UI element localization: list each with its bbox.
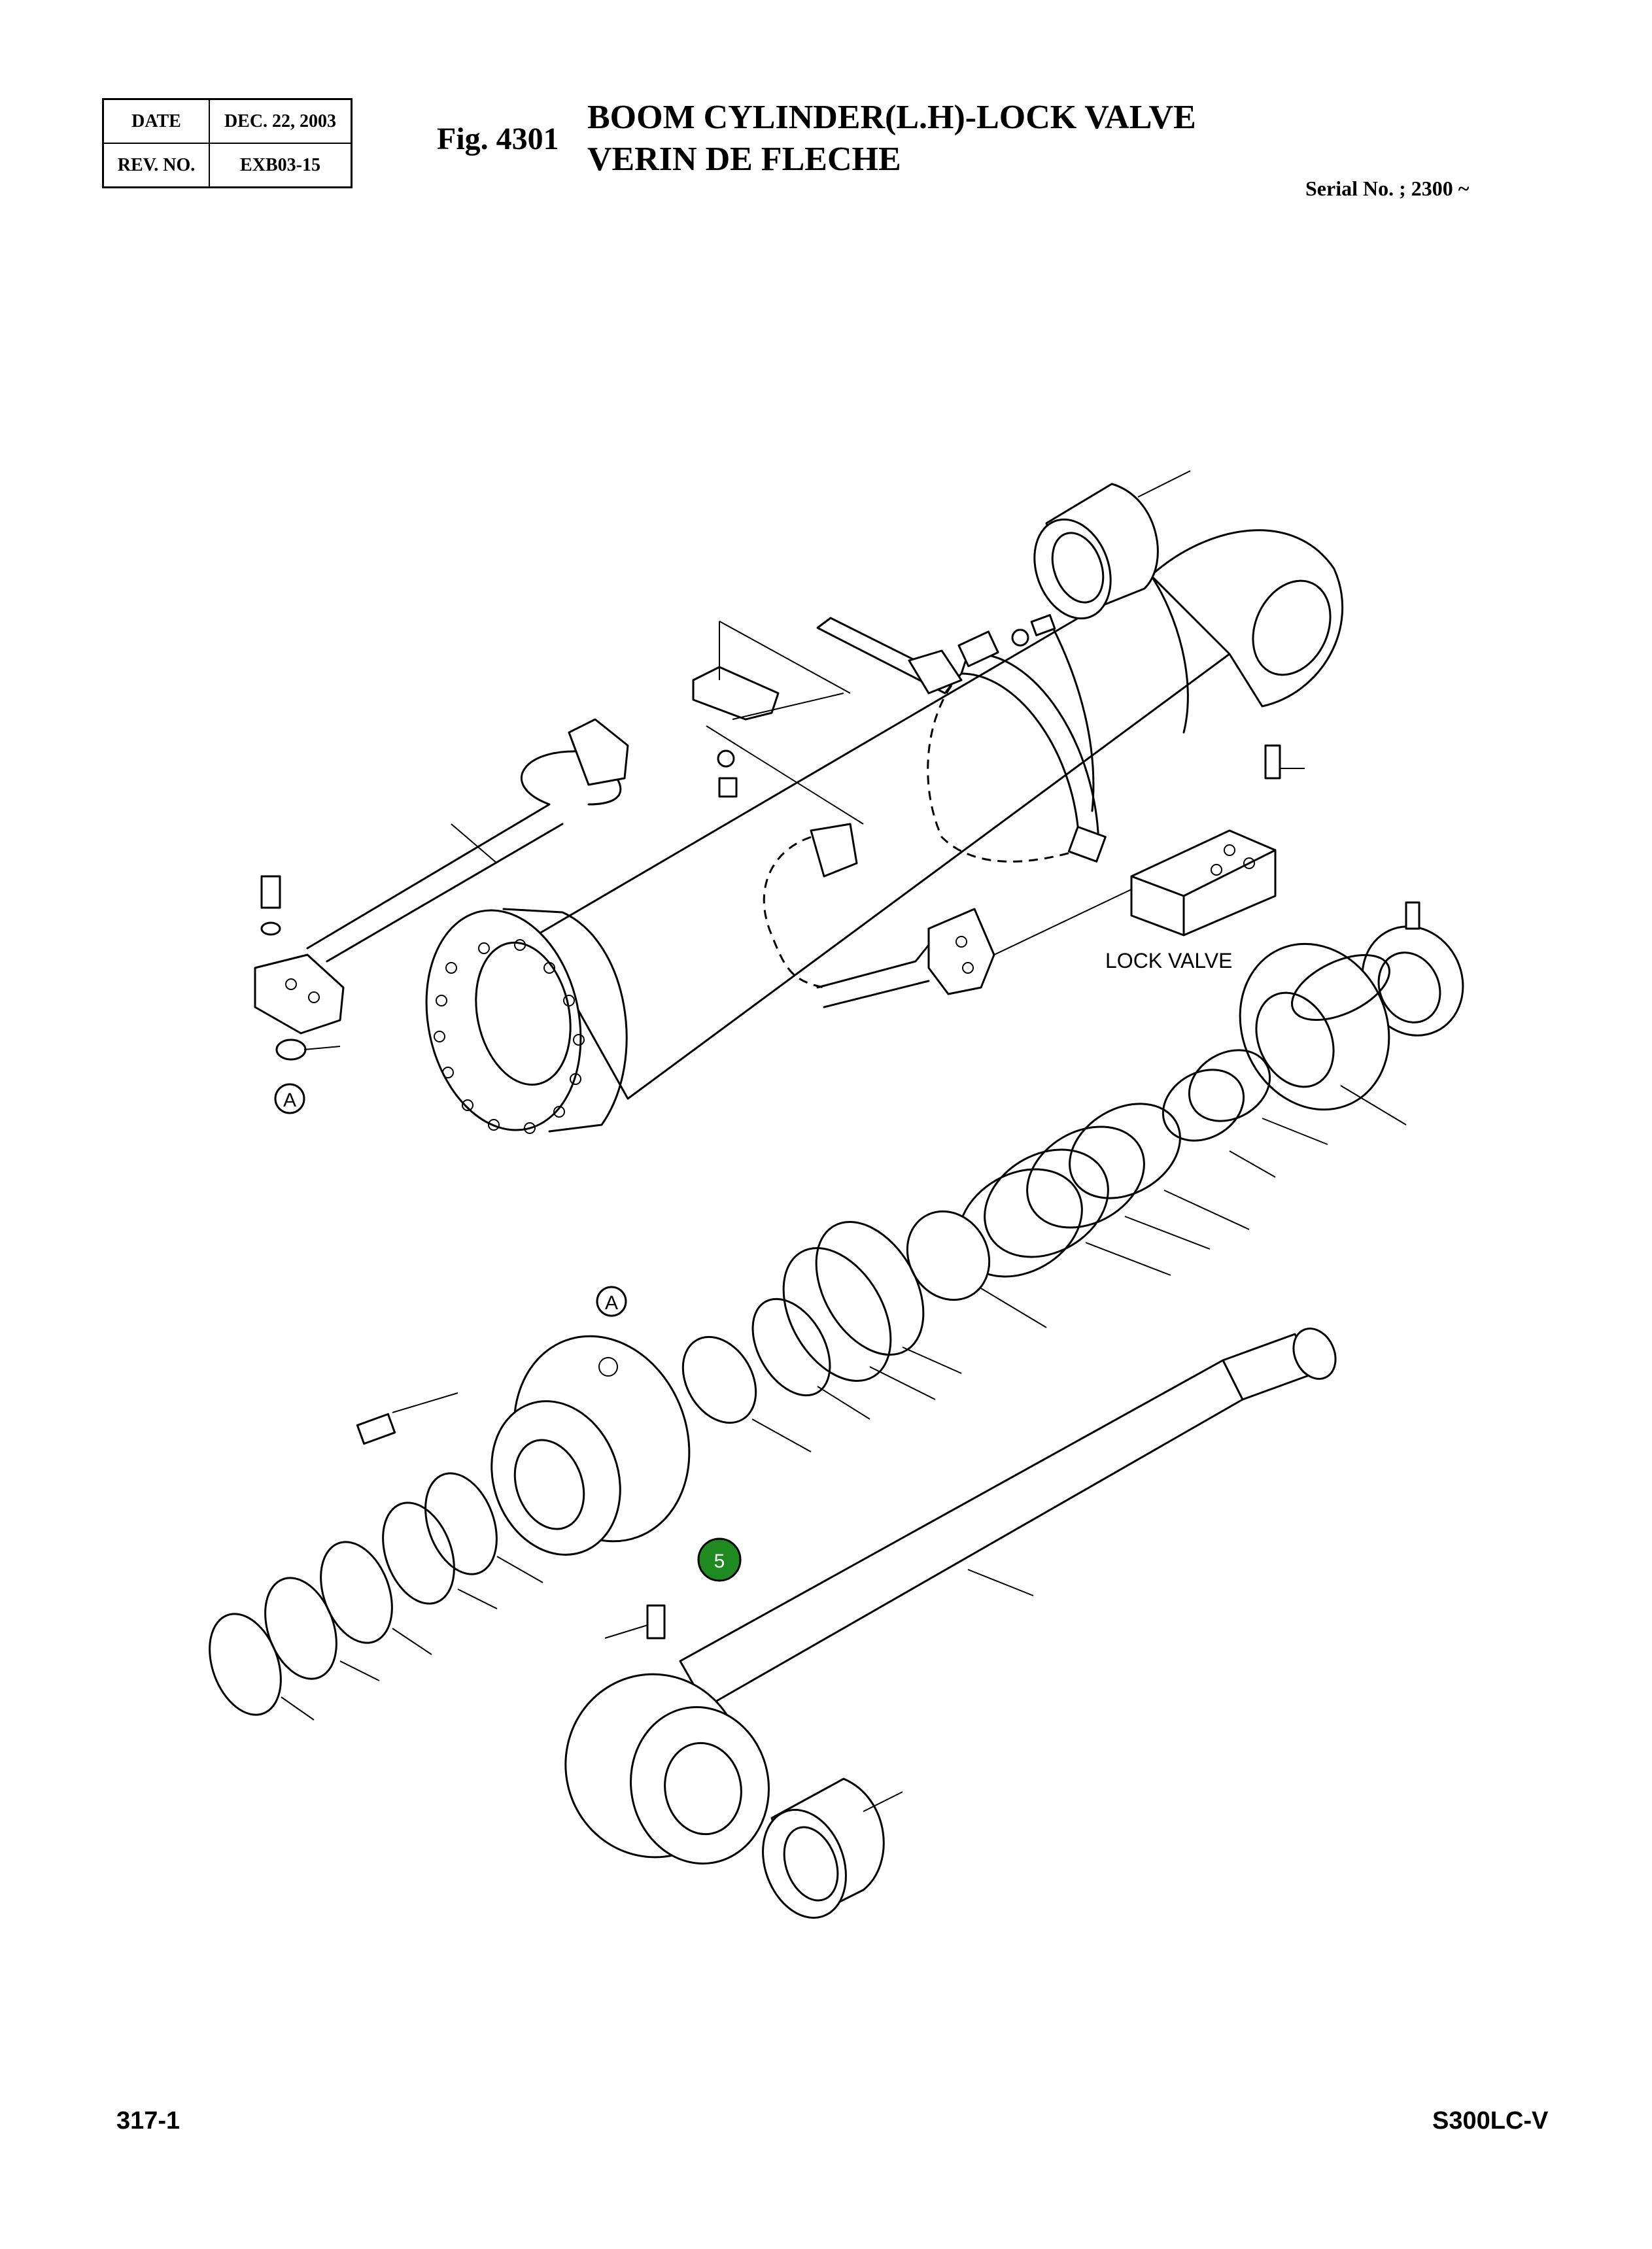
rev-value: EXB03-15 <box>209 143 353 188</box>
callout-marker-text: 5 <box>714 1551 725 1572</box>
rod-cover-gland <box>356 1335 691 1556</box>
barrel-bolt-holes <box>434 939 585 1134</box>
cylinder-barrel <box>425 561 1241 1134</box>
piston-rod <box>679 1328 1337 1708</box>
grease-nipple-upper <box>1264 744 1305 780</box>
ref-a-marker-lower: A <box>596 1286 627 1317</box>
bushing-bottom <box>762 1777 903 1919</box>
page-number: 317-1 <box>116 2107 181 2135</box>
leader-lines <box>281 621 1407 1721</box>
bushing-top <box>1033 470 1191 620</box>
date-label: DATE <box>102 98 210 144</box>
date-value: DEC. 22, 2003 <box>209 98 353 144</box>
piston-assembly <box>1239 901 1464 1111</box>
seal-rings-upper <box>681 1049 1271 1424</box>
callout-marker-circle <box>697 1537 742 1582</box>
ref-a-marker-upper: A <box>274 1083 305 1114</box>
ref-a-upper-text: A <box>283 1090 296 1111</box>
barrel-eye <box>1150 529 1344 708</box>
lock-valve-block: LOCK VALVE <box>993 829 1277 972</box>
clamp-bracket <box>816 614 1056 695</box>
rev-label: REV. NO. <box>102 143 210 188</box>
top-pipe-clamp <box>692 666 780 798</box>
figure-title: BOOM CYLINDER(L.H)-LOCK VALVE VERIN DE F… <box>587 97 1196 180</box>
title-line-2: VERIN DE FLECHE <box>587 141 901 178</box>
revision-table: DATE DEC. 22, 2003 REV. NO. EXB03-15 <box>102 98 353 188</box>
hydraulic-pipe-upper <box>306 718 629 963</box>
callout-marker-5[interactable]: 5 <box>697 1537 742 1582</box>
title-line-1: BOOM CYLINDER(L.H)-LOCK VALVE <box>587 99 1196 136</box>
seal-rings-lower <box>209 1472 498 1716</box>
serial-number: Serial No. ; 2300 ~ <box>1305 177 1470 200</box>
figure-number: Fig. 4301 <box>437 122 559 156</box>
hydraulic-pipe-lower <box>763 823 995 1008</box>
ref-a-lower-text: A <box>605 1292 618 1314</box>
pipe-flange-left <box>254 875 345 1061</box>
model-number: S300LC-V <box>1432 2107 1549 2135</box>
rod-eye <box>564 1604 770 1865</box>
pipe-clamp-band <box>927 630 1107 863</box>
lock-valve-label: LOCK VALVE <box>1105 949 1232 972</box>
